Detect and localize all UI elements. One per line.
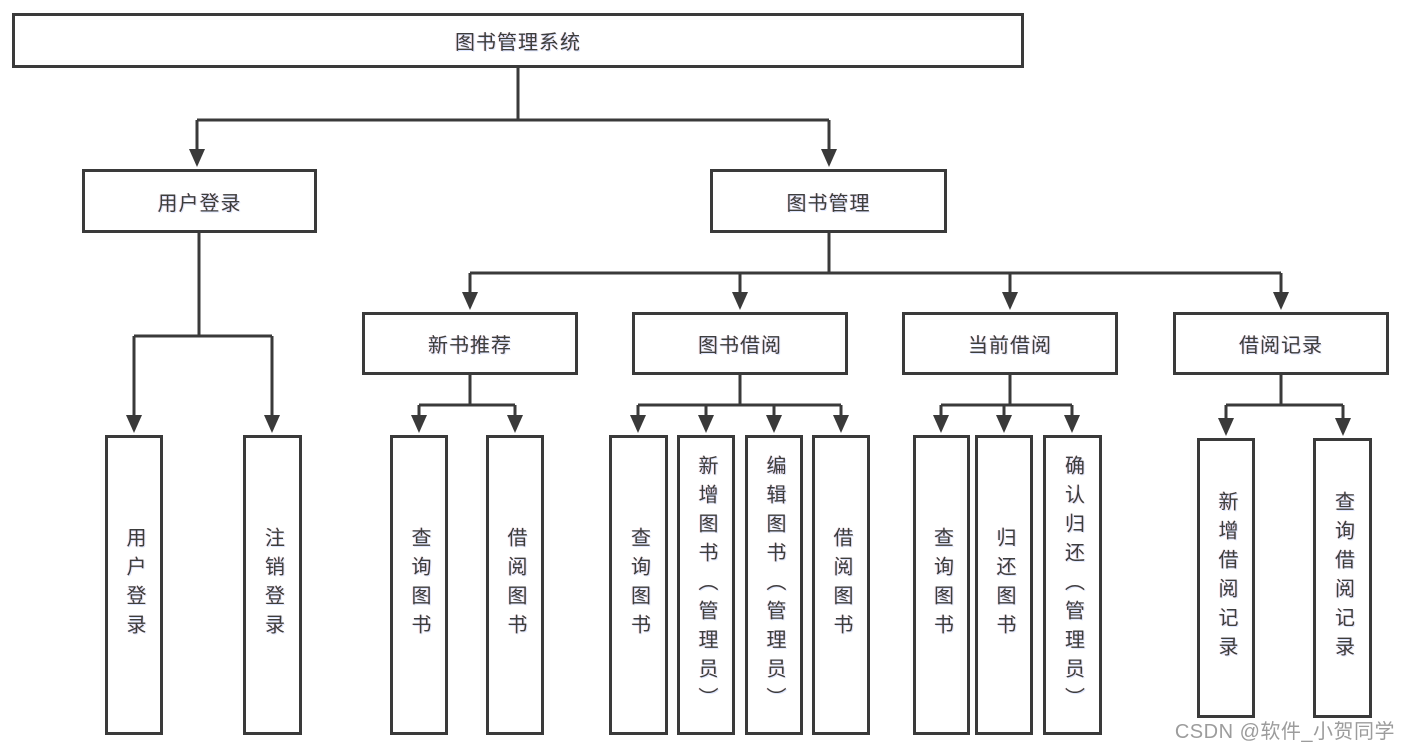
node-user-login: 用户登录 [82,169,317,233]
node-book-borrow: 图书借阅 [632,312,848,375]
node-borrow-record: 借阅记录 [1173,312,1389,375]
leaf-add-book-admin: 新增图书（管理员） [677,435,735,735]
leaf-current-query-book: 查询图书 [913,435,970,735]
leaf-borrow-book: 借阅图书 [812,435,870,735]
leaf-borrow-query-book: 查询图书 [609,435,668,735]
connector-borrow-record-children [1218,375,1351,436]
leaf-query-borrow-record-label: 查询借阅记录 [1331,491,1354,665]
node-root-library-system: 图书管理系统 [12,13,1024,68]
leaf-logout-label: 注销登录 [261,527,284,643]
csdn-watermark: CSDN @软件_小贺同学 [1174,721,1395,743]
node-book-management: 图书管理 [710,169,947,233]
leaf-borrow-book-label: 借阅图书 [830,527,852,643]
leaf-current-query-book-label: 查询图书 [930,527,953,643]
connector-new-book-children [411,375,523,433]
leaf-add-borrow-record: 新增借阅记录 [1197,438,1255,718]
leaf-borrow-query-book-label: 查询图书 [627,527,650,643]
leaf-logout: 注销登录 [243,435,302,735]
leaf-user-login-label: 用户登录 [123,527,145,643]
node-current-borrow: 当前借阅 [902,312,1118,375]
leaf-add-book-admin-label: 新增图书（管理员） [695,454,717,716]
leaf-return-book-label: 归还图书 [993,527,1015,643]
connector-book-borrow-children [630,375,849,433]
leaf-return-book: 归还图书 [975,435,1033,735]
leaf-user-login: 用户登录 [105,435,163,735]
leaf-edit-book-admin: 编辑图书（管理员） [745,435,803,735]
leaf-confirm-return-admin-label: 确认归还（管理员） [1061,454,1084,716]
leaf-add-borrow-record-label: 新增借阅记录 [1215,491,1237,665]
leaf-query-borrow-record: 查询借阅记录 [1313,438,1372,718]
connector-user-login-children [126,233,280,433]
leaf-newbook-query-book: 查询图书 [390,435,448,735]
leaf-confirm-return-admin: 确认归还（管理员） [1043,435,1102,735]
connector-root-to-level2 [189,68,837,167]
leaf-edit-book-admin-label: 编辑图书（管理员） [763,454,785,716]
leaf-newbook-borrow-book-label: 借阅图书 [504,527,526,643]
connector-book-mgmt-children [462,233,1289,310]
leaf-newbook-query-book-label: 查询图书 [408,527,430,643]
leaf-newbook-borrow-book: 借阅图书 [486,435,544,735]
connector-current-borrow-children [933,375,1080,433]
node-new-book-recommend: 新书推荐 [362,312,578,375]
